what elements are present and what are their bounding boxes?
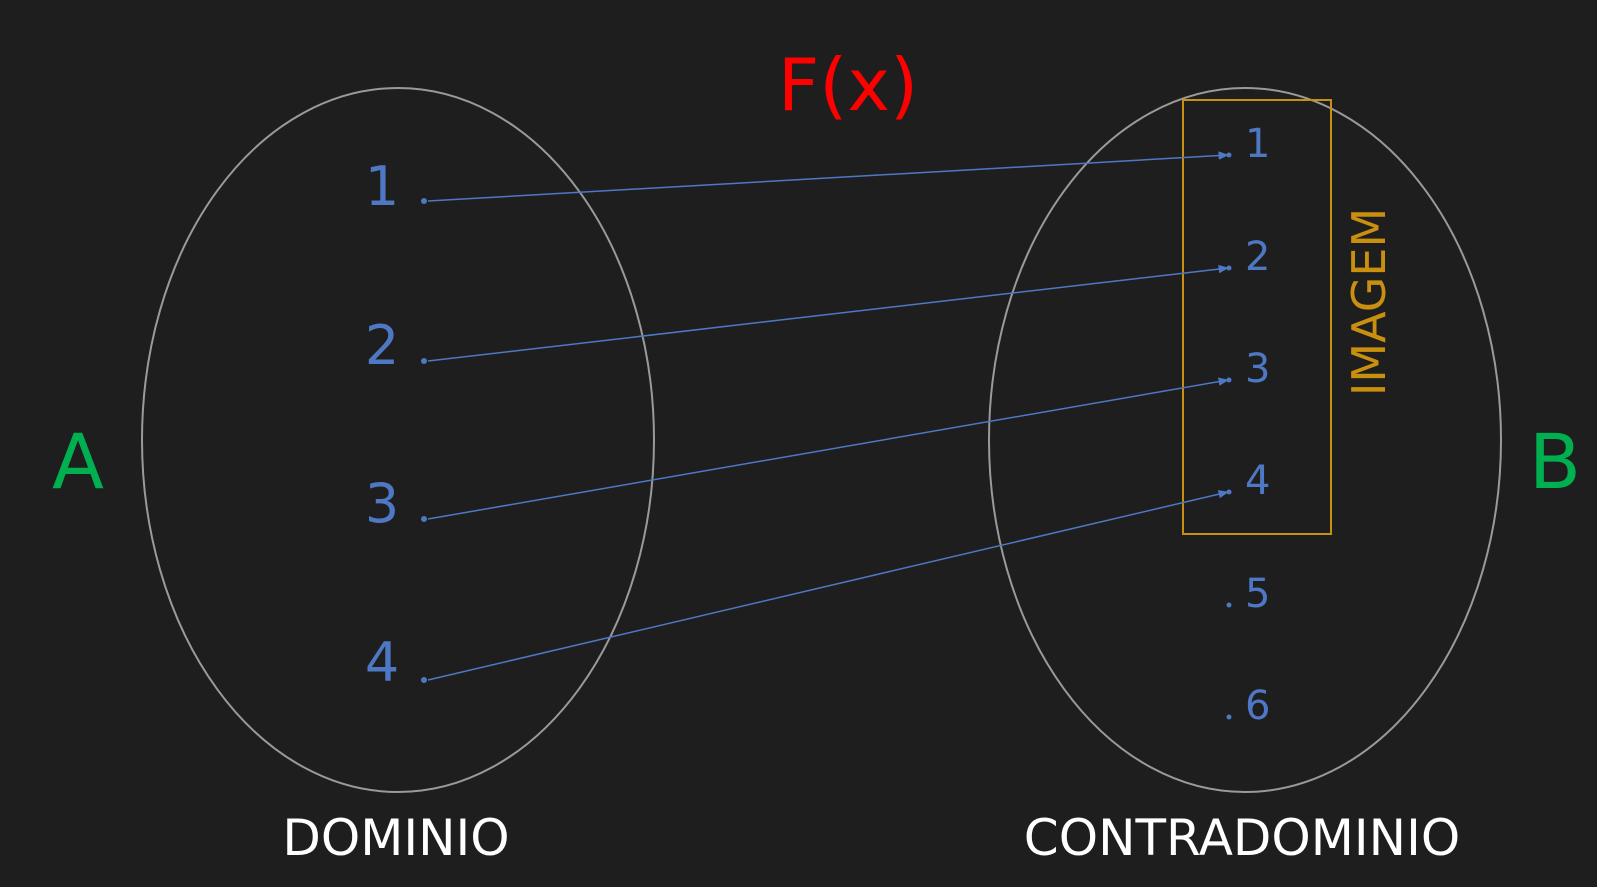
domain-point [421, 516, 427, 522]
domain-ellipse [141, 87, 655, 793]
set-a-name: A [52, 417, 104, 506]
domain-elements: 1 2 3 4 [365, 155, 427, 694]
codomain-element: 3 [1245, 346, 1270, 392]
image-label: IMAGEM [1342, 208, 1396, 396]
codomain-caption: CONTRADOMINIO [1024, 809, 1460, 867]
mapping-arrow [427, 264, 1230, 362]
codomain-element: 2 [1245, 234, 1270, 280]
codomain-point [1226, 714, 1232, 720]
mapping-arrow [427, 490, 1230, 681]
domain-caption: DOMINIO [282, 809, 509, 867]
codomain-element: 6 [1245, 683, 1270, 729]
mapping-arrows [427, 151, 1230, 681]
domain-point [421, 198, 427, 204]
image-box [1182, 99, 1332, 535]
domain-element: 3 [365, 472, 399, 535]
set-b-name: B [1529, 417, 1581, 506]
domain-element: 4 [365, 631, 399, 694]
domain-element: 1 [365, 155, 399, 218]
codomain-elements: 1 2 3 4 5 6 [1226, 121, 1270, 729]
codomain-element: 4 [1245, 458, 1270, 504]
mapping-arrow [427, 377, 1230, 520]
function-title: F(x) [778, 43, 918, 127]
mapping-arrow [427, 151, 1230, 202]
codomain-ellipse [988, 87, 1502, 793]
codomain-element: 5 [1245, 571, 1270, 617]
codomain-point [1226, 602, 1232, 608]
codomain-element: 1 [1245, 121, 1270, 167]
domain-element: 2 [365, 314, 399, 377]
domain-point [421, 677, 427, 683]
domain-point [421, 358, 427, 364]
